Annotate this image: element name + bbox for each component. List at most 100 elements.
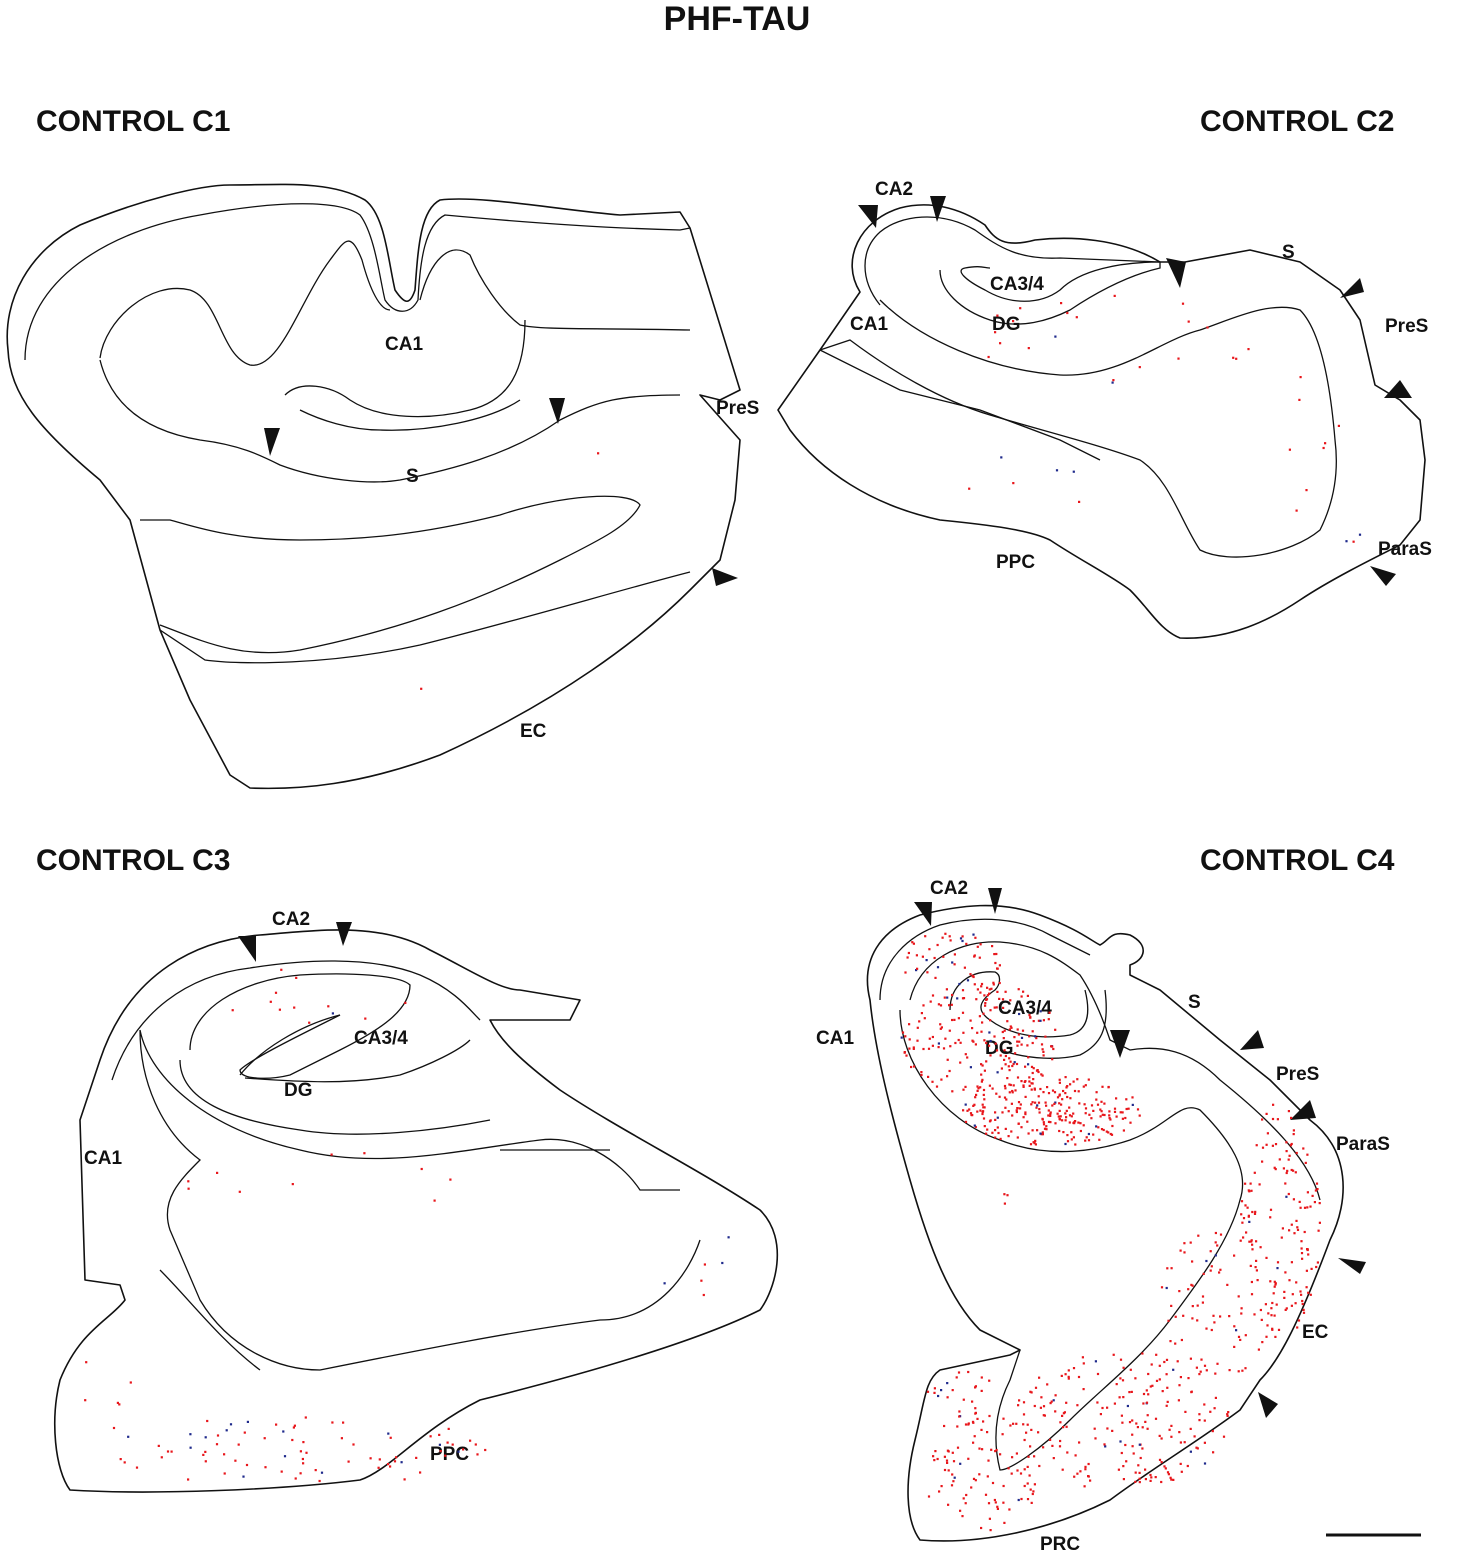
cell-dot <box>1045 1104 1048 1107</box>
cell-dot <box>908 1038 911 1041</box>
cell-dot <box>1074 1120 1077 1123</box>
cell-dot <box>1122 1465 1125 1468</box>
c2-boundary-arrows <box>858 196 1412 586</box>
cell-dot <box>1198 1413 1201 1416</box>
cell-dot <box>1179 1441 1182 1444</box>
cell-dot <box>958 1410 961 1413</box>
cell-dot <box>1027 1056 1030 1059</box>
c3-label-ca34: CA3/4 <box>354 1028 408 1049</box>
cell-dot <box>377 1466 380 1469</box>
cell-dot <box>1298 398 1301 401</box>
cell-dot <box>1250 1293 1254 1296</box>
cell-dot <box>993 953 996 956</box>
cell-dot <box>1057 1115 1060 1118</box>
cell-dot <box>931 994 935 997</box>
cell-dot <box>967 1370 970 1374</box>
cell-dot <box>1029 1445 1032 1448</box>
cell-dot <box>933 1459 936 1462</box>
cell-dot <box>1283 1296 1286 1299</box>
cell-dot <box>1251 1243 1254 1246</box>
cell-dot <box>1250 1239 1253 1242</box>
cell-dot <box>1290 1223 1293 1226</box>
cell-dot <box>1013 1036 1016 1039</box>
cell-dot <box>1250 1240 1253 1243</box>
cell-dot <box>974 1479 977 1482</box>
cell-dot <box>974 936 977 939</box>
cell-dot <box>974 1386 977 1389</box>
cell-dot <box>1108 1114 1111 1117</box>
cell-dot <box>993 1498 996 1502</box>
c4-label-prc: PRC <box>1040 1534 1080 1552</box>
cell-dot <box>998 981 1001 985</box>
cell-dot <box>387 1463 390 1466</box>
cell-dot <box>1061 1098 1064 1101</box>
cell-dot <box>299 1472 302 1475</box>
cell-dot <box>980 1389 983 1392</box>
cell-dot <box>1064 1373 1067 1376</box>
cell-dot <box>1244 1182 1247 1185</box>
cell-dot <box>1303 1206 1307 1209</box>
cell-dot <box>1007 1467 1010 1470</box>
cell-dot <box>1216 1244 1219 1247</box>
cell-dot <box>1190 1283 1193 1286</box>
cell-dot <box>1087 1475 1090 1478</box>
cell-dot <box>1040 1073 1043 1076</box>
cell-dot <box>1004 1087 1007 1090</box>
cell-dot <box>206 1419 209 1423</box>
cell-dot <box>1002 1006 1005 1009</box>
cell-dot <box>1158 1434 1161 1437</box>
cell-dot <box>1084 1139 1087 1142</box>
cell-dot <box>1274 1143 1278 1146</box>
cell-dot <box>1006 1077 1009 1080</box>
cell-dot <box>1003 1029 1006 1032</box>
cell-dot <box>1052 1457 1055 1460</box>
cell-dot <box>1158 1458 1162 1461</box>
cell-dot <box>931 1080 934 1083</box>
cell-dot <box>964 1053 967 1056</box>
cell-dot <box>216 1434 220 1437</box>
cell-dot <box>1002 1501 1005 1504</box>
cell-dot <box>1111 1124 1114 1128</box>
cell-dot <box>1296 1326 1299 1329</box>
cell-dot <box>980 1063 983 1066</box>
cell-dot <box>1261 1118 1264 1121</box>
cell-dot <box>1018 1012 1021 1016</box>
cell-dot <box>1082 1388 1085 1391</box>
cell-dot <box>1129 1121 1132 1124</box>
cell-dot <box>983 1125 986 1128</box>
cell-dot <box>1026 1423 1029 1426</box>
cell-dot <box>1255 1269 1258 1272</box>
cell-dot <box>982 1106 985 1109</box>
cell-dot <box>1055 469 1059 472</box>
cell-dot <box>989 1009 992 1012</box>
cell-dot <box>1062 1426 1065 1429</box>
cell-dot <box>1040 1396 1043 1399</box>
c4-outer-contour <box>866 904 1344 1542</box>
cell-dot <box>318 1479 321 1483</box>
cell-dot <box>1016 1136 1019 1139</box>
cell-dot <box>1176 1360 1179 1363</box>
cell-dot <box>1020 995 1023 998</box>
cell-dot <box>988 1517 991 1520</box>
cell-dot <box>1247 1215 1250 1218</box>
cell-dot <box>945 988 948 991</box>
cell-dot <box>476 1453 479 1456</box>
cell-dot <box>978 1473 981 1476</box>
cell-dot <box>1059 1439 1062 1443</box>
cell-dot <box>1027 347 1030 350</box>
c2-label-ca1: CA1 <box>850 314 888 335</box>
cell-dot <box>1028 1076 1031 1079</box>
cell-dot <box>1020 1126 1023 1129</box>
cell-dot <box>1017 1404 1020 1407</box>
cell-dot <box>1184 1410 1187 1413</box>
cell-dot <box>994 331 997 334</box>
cell-dot <box>1324 442 1327 445</box>
cell-dot <box>1041 1131 1044 1134</box>
c1-ca1-inner-contour <box>24 203 691 361</box>
cell-dot <box>1073 1475 1076 1478</box>
cell-dot <box>1015 1452 1018 1455</box>
cell-dot <box>1187 1377 1190 1380</box>
cell-dot <box>1004 990 1007 993</box>
c1-arrowhead-1 <box>264 428 280 456</box>
cell-dot <box>1082 1124 1085 1127</box>
